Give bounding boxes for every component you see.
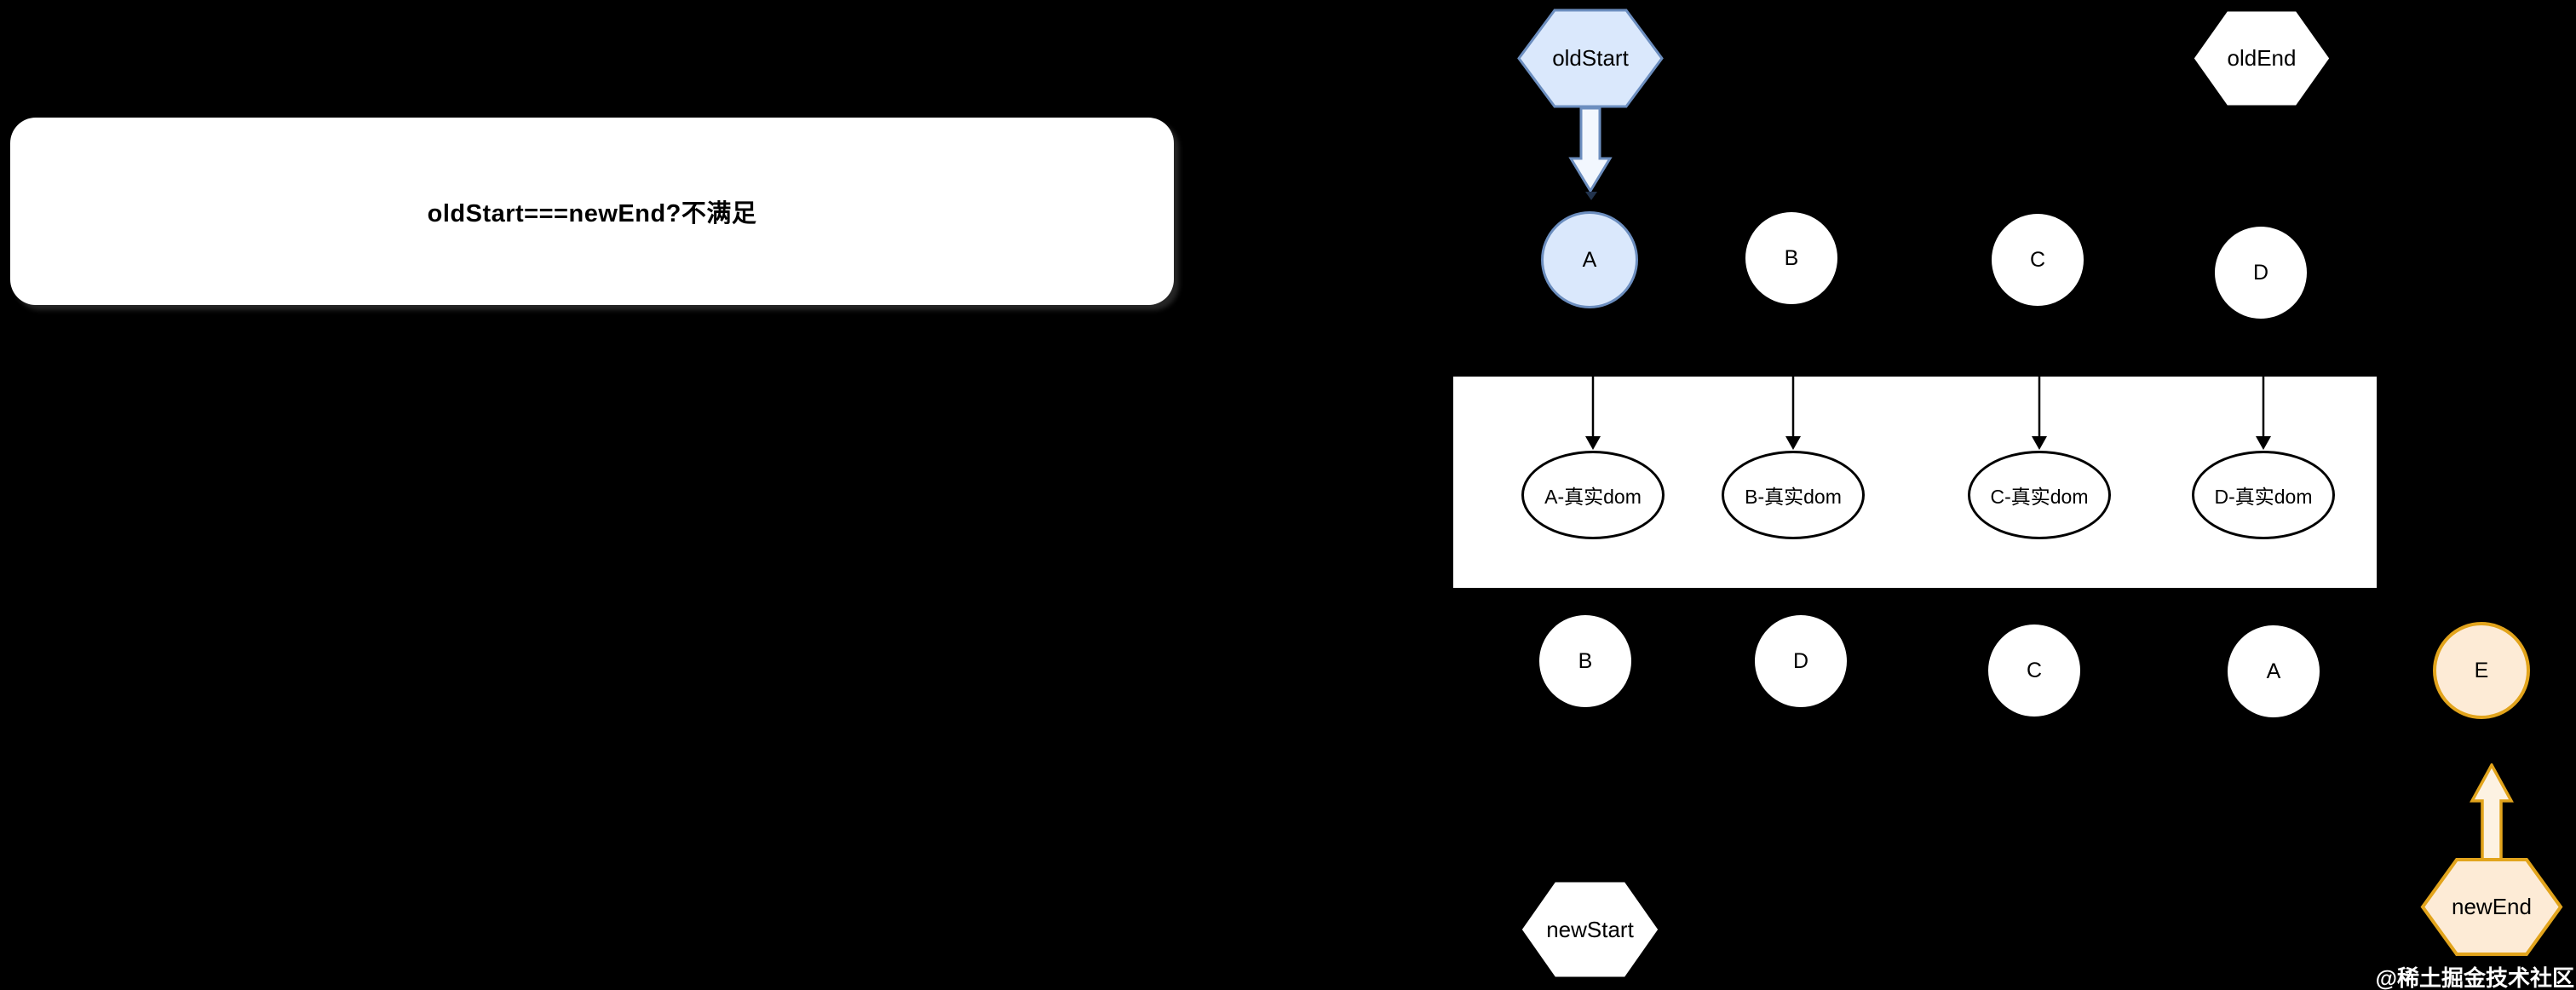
new-start-pointer: newStart [1519,879,1661,980]
real-dom-c: C-真实dom [1968,451,2111,539]
new-vnode-a-label: A [2266,659,2281,683]
real-dom-a: A-真实dom [1521,451,1665,539]
old-end-pointer: oldEnd [2191,9,2332,108]
real-dom-c-label: C-真实dom [1990,486,2089,508]
hexagon-icon [2420,858,2563,956]
new-vnode-c-label: C [2026,658,2043,682]
real-dom-container: A-真实dom B-真实dom C-真实dom D-真实dom [1451,374,2379,590]
real-dom-a-label: A-真实dom [1544,486,1642,508]
condition-text: oldStart===newEnd?不满足 [427,200,757,227]
old-start-label: oldStart [1552,45,1629,71]
small-arrowhead-icon [1585,192,1597,200]
hexagon-icon [2191,9,2332,108]
new-vnode-c: C [1986,622,2083,719]
new-start-label: newStart [1546,916,1634,942]
new-vnode-e-label: E [2474,658,2489,682]
real-dom-d: D-真实dom [2192,451,2335,539]
new-vnode-e: E [2433,622,2530,719]
old-start-pointer: oldStart [1517,9,1664,108]
new-vnode-a: A [2225,623,2322,720]
old-vnode-b: B [1743,210,1840,307]
real-dom-b: B-真实dom [1722,451,1865,539]
old-vnode-c: C [1989,211,2086,308]
old-vnode-d-label: D [2252,260,2269,285]
old-start-down-arrow [1568,107,1613,193]
new-end-pointer: newEnd [2420,858,2563,956]
hexagon-icon [1519,879,1661,980]
old-vnode-a: A [1541,211,1638,308]
new-end-label: newEnd [2452,894,2532,919]
new-vnode-b: B [1537,613,1634,710]
new-vnode-b-label: B [1578,648,1593,673]
old-vnode-c-label: C [2029,247,2046,272]
old-vnode-d: D [2212,224,2309,321]
condition-box: oldStart===newEnd?不满足 [10,118,1174,305]
new-end-up-arrow [2470,763,2514,864]
old-end-label: oldEnd [2227,45,2297,71]
watermark-text: @稀土掘金技术社区 [2375,965,2574,990]
new-vnode-d: D [1752,613,1849,710]
hexagon-icon [1517,9,1664,108]
dom-mapping-arrows [1585,377,2271,450]
new-vnode-d-label: D [1792,648,1809,673]
old-vnode-b-label: B [1784,245,1799,270]
old-vnode-a-label: A [1582,247,1597,272]
real-dom-b-label: B-真实dom [1745,486,1842,508]
real-dom-d-label: D-真实dom [2214,486,2313,508]
